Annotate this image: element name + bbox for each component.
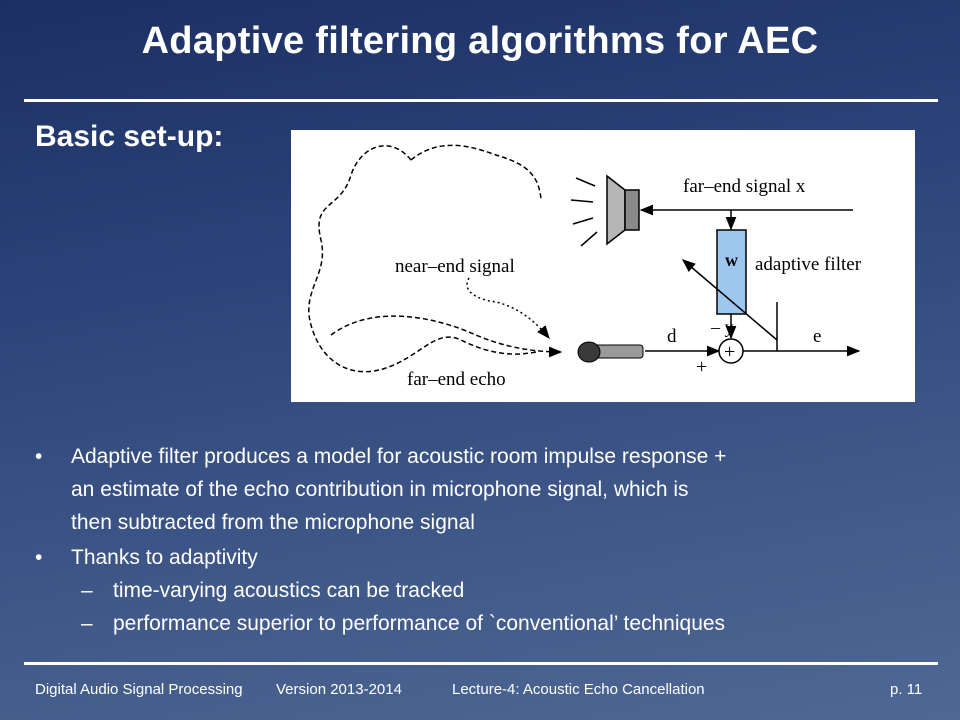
footer-divider [24, 662, 938, 665]
bullet-marker: • [35, 445, 43, 468]
bullet-item: • Adaptive filter produces a model for a… [35, 440, 935, 539]
sub-bullet-item: – performance superior to performance of… [35, 607, 935, 640]
bullet-line: then subtracted from the microphone sign… [71, 511, 475, 534]
sound-wave-lines [570, 177, 598, 247]
summing-junction-symbol: + [724, 341, 735, 363]
loudspeaker-icon [606, 174, 640, 246]
filter-w-label: w [725, 250, 738, 270]
far-end-echo-path [330, 315, 563, 358]
footer-course: Digital Audio Signal Processing [35, 681, 243, 698]
footer-page-number: p. 11 [890, 681, 923, 698]
near-end-signal-label: near–end signal [395, 256, 515, 277]
title-divider [24, 99, 938, 102]
slide-subtitle: Basic set-up: [35, 120, 224, 153]
adaptive-filter-label: adaptive filter [755, 254, 862, 275]
sub-bullet-item: – time-varying acoustics can be tracked [35, 574, 935, 607]
far-end-signal-label: far–end signal x [683, 176, 806, 197]
room-dashed-outline-top [410, 144, 542, 201]
bullet-line: Thanks to adaptivity [71, 546, 258, 569]
adaptive-filter-block [716, 229, 747, 315]
minus-y-label: – y [710, 317, 734, 337]
footer-lecture: Lecture-4: Acoustic Echo Cancellation [452, 681, 705, 698]
bullet-line: Adaptive filter produces a model for aco… [71, 445, 727, 468]
microphone-icon [577, 341, 644, 363]
d-label: d [667, 326, 677, 347]
sub-bullet-text: performance superior to performance of `… [113, 612, 726, 635]
bullet-list: • Adaptive filter produces a model for a… [35, 440, 935, 640]
bullet-marker: • [35, 546, 43, 569]
e-label: e [813, 326, 821, 347]
sub-bullet-marker: – [81, 579, 93, 602]
aec-setup-diagram: far–end signal x w adaptive filter – y d… [291, 130, 915, 402]
plus-label: + [696, 356, 707, 378]
sub-bullet-text: time-varying acoustics can be tracked [113, 579, 465, 602]
sub-bullet-marker: – [81, 612, 93, 635]
bullet-line: an estimate of the echo contribution in … [71, 478, 689, 501]
near-end-signal-path [466, 277, 550, 340]
adaptation-arrow [681, 259, 778, 341]
slide-title: Adaptive filtering algorithms for AEC [141, 20, 819, 62]
footer-version: Version 2013-2014 [276, 681, 402, 698]
far-end-echo-label: far–end echo [407, 369, 506, 390]
room-dashed-outline [308, 145, 537, 373]
bullet-item: • Thanks to adaptivity [35, 541, 935, 574]
